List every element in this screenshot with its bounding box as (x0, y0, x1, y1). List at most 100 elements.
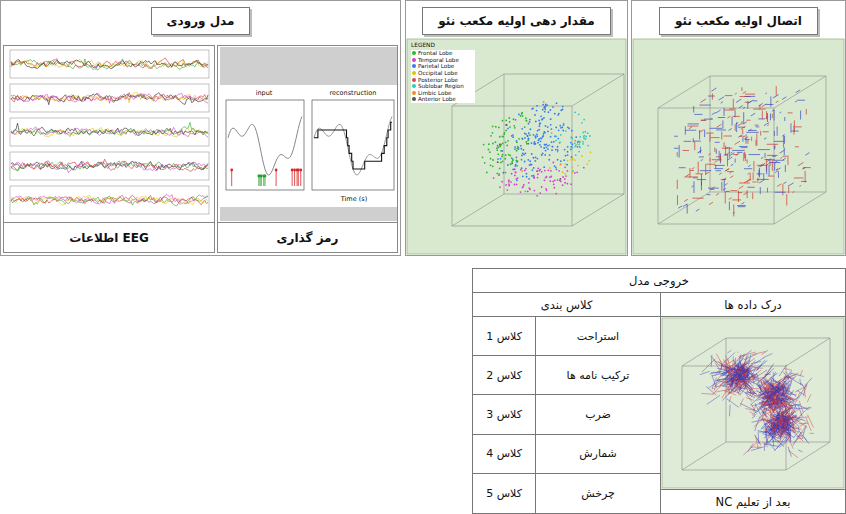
synapse-line (691, 186, 693, 187)
neuron-dot (571, 143, 573, 145)
legend-swatch (412, 97, 416, 101)
spike-stem (265, 176, 266, 186)
trained-synapse (777, 371, 792, 386)
neuron-dot (505, 172, 507, 174)
eeg-trace (11, 196, 208, 206)
neuron-dot (576, 143, 578, 145)
neuron-dot (505, 154, 507, 156)
neuron-dot (572, 147, 574, 149)
trained-synapse (727, 399, 739, 408)
neuron-dot (507, 164, 509, 166)
neuron-dot (497, 158, 499, 160)
neuron-dot (547, 169, 549, 171)
neuron-dot (543, 166, 545, 168)
synapse-line (776, 101, 779, 103)
neuron-dot (508, 154, 510, 156)
neuron-dot (513, 118, 515, 120)
trained-synapse (723, 374, 736, 385)
synapse-line (729, 202, 730, 211)
synapse-line (751, 137, 752, 141)
trained-synapse (774, 396, 778, 407)
neuron-dot (560, 127, 562, 129)
neuron-dot (564, 149, 566, 151)
cube-edge (774, 108, 775, 224)
spike-stem (276, 170, 277, 186)
neuron-dot (557, 159, 559, 161)
synapse-line (741, 126, 746, 129)
cube-plot-ground (662, 318, 844, 488)
trained-synapse (758, 385, 765, 396)
neuron-dot (502, 120, 504, 122)
synapse-line (753, 100, 757, 101)
trained-synapse (772, 430, 775, 434)
synapse-line (795, 126, 802, 127)
synapse-line (739, 186, 744, 189)
neuron-dot (543, 133, 545, 135)
trained-synapse (751, 419, 765, 422)
neuron-dot (542, 136, 544, 138)
panel-caption: خروجی مدل (473, 269, 845, 293)
neuron-dot (482, 156, 484, 158)
neuron-dot (492, 159, 494, 161)
neuron-dot (508, 117, 510, 119)
cube-edge (710, 76, 826, 77)
trained-synapse (800, 407, 810, 416)
synapse-line (798, 162, 804, 165)
synapse-line (711, 118, 713, 120)
synapse-line (758, 118, 765, 119)
trained-synapse (732, 382, 741, 390)
synapse-line (772, 114, 773, 118)
cube-edge (504, 74, 505, 194)
trained-synapse (780, 416, 785, 422)
neuron-dot (549, 109, 551, 111)
trained-synapse (716, 354, 722, 366)
trained-synapse (752, 414, 755, 416)
neuron-dot (579, 146, 581, 148)
legend-text: Occipital Lobe (418, 70, 458, 76)
neuron-dot (492, 143, 494, 145)
synapse-line (794, 120, 795, 132)
legend-text: Limbic Lobe (418, 90, 452, 96)
neuron-dot (533, 176, 535, 178)
neuron-dot (520, 169, 522, 171)
synapse-line (748, 129, 751, 131)
neuron-dot (562, 171, 564, 173)
synapse-line (762, 110, 763, 119)
neuron-dot (542, 109, 544, 111)
synapse-line (741, 202, 744, 204)
neuron-dot (572, 170, 574, 172)
synapse-line (780, 157, 782, 158)
neuron-dot (534, 135, 536, 137)
neuron-dot (544, 179, 546, 181)
synapse-line (753, 172, 754, 180)
trained-synapse (773, 405, 777, 412)
plot-label: input (244, 88, 284, 98)
trained-synapse (804, 388, 805, 398)
trained-synapse (728, 359, 729, 362)
neuron-dot (583, 136, 585, 138)
neuron-dot (554, 165, 556, 167)
synapse-line (752, 181, 756, 182)
cube-edge (624, 74, 625, 194)
neuron-dot (531, 153, 533, 155)
synapse-line (704, 119, 713, 120)
neuron-dot (550, 118, 552, 120)
trained-synapse (807, 415, 813, 428)
trained-synapse (700, 371, 710, 374)
eeg-subplot-frame (10, 152, 209, 180)
neuron-dot (528, 143, 530, 145)
neuron-dot (503, 133, 505, 135)
trained-synapse (712, 378, 716, 389)
neuron-dot (570, 148, 572, 150)
neuron-dot (525, 173, 527, 175)
trained-synapse (742, 380, 746, 383)
synapse-line (694, 114, 702, 115)
trained-synapse (735, 358, 744, 367)
cube-edge (786, 442, 830, 470)
trained-synapse (736, 371, 745, 375)
synapse-line (724, 110, 734, 111)
neuron-dot (545, 104, 547, 106)
neuron-dot (571, 172, 573, 174)
neuron-dot (540, 146, 542, 148)
synapse-line (705, 172, 709, 174)
